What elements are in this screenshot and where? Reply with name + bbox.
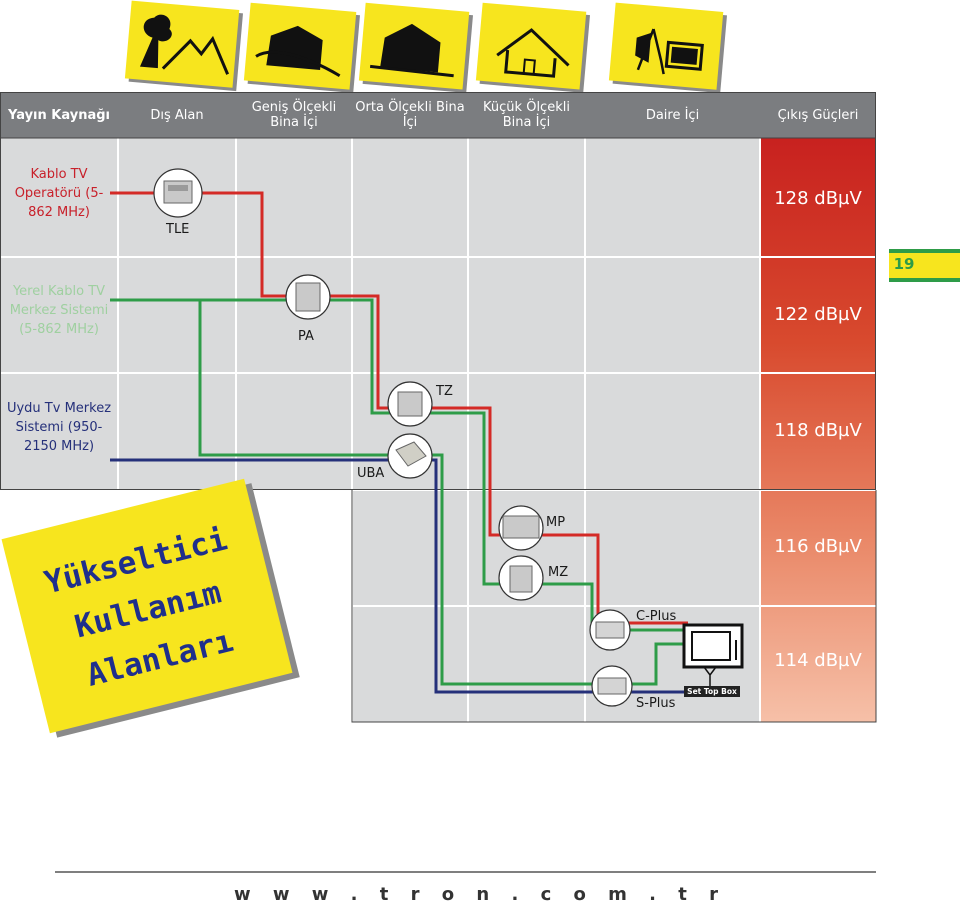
label-set-top-box: Set Top Box (684, 686, 740, 697)
label-splus: S-Plus (636, 696, 676, 711)
uba-device (387, 433, 433, 479)
tv-icon (682, 623, 744, 686)
tz-device (387, 381, 433, 427)
label-mp: MP (546, 515, 566, 530)
header-output: Çıkış Güçleri (777, 107, 859, 123)
label-cplus: C-Plus (636, 609, 677, 624)
source-satellite-text: Uydu Tv Merkez Sistemi (950-2150 MHz) (6, 401, 112, 454)
source-local: Yerel Kablo TV Merkez Sistemi (5-862 MHz… (0, 282, 118, 339)
mz-device (498, 555, 544, 601)
small-building-icon (475, 2, 591, 92)
header-outdoor: Dış Alan (150, 107, 204, 123)
footer-url[interactable]: w w w . t r o n . c o m . t r (233, 884, 727, 905)
header-medium-building: Orta Ölçekli Bina İçi (355, 100, 465, 130)
grid-upper (0, 138, 760, 490)
label-tle: TLE (166, 222, 190, 237)
apartment-icon (608, 2, 727, 92)
level-row-3: 118 dBµV (774, 420, 862, 441)
large-building-icon (243, 2, 361, 92)
level-row-2: 122 dBµV (774, 304, 862, 325)
header-small-building: Küçük Ölçekli Bina İçi (483, 100, 570, 130)
label-tz: TZ (436, 384, 453, 399)
header-apartment: Daire İçi (645, 107, 700, 123)
header-source: Yayın Kaynağı (7, 107, 110, 123)
column-icons (124, 0, 727, 92)
page-tab (889, 249, 960, 282)
level-row-5: 114 dBµV (774, 650, 862, 671)
label-mz: MZ (548, 565, 569, 580)
label-pa: PA (298, 329, 314, 344)
source-local-text: Yerel Kablo TV Merkez Sistemi (5-862 MHz… (9, 284, 109, 337)
level-row-1: 128 dBµV (774, 188, 862, 209)
output-level-column (760, 138, 876, 722)
medium-building-icon (358, 2, 474, 92)
level-row-4: 116 dBµV (774, 536, 862, 557)
source-cable-text: Kablo TV Operatörü (5-862 MHz) (14, 167, 104, 220)
tle-device (153, 168, 203, 218)
cplus-device (589, 609, 631, 651)
source-cable: Kablo TV Operatörü (5-862 MHz) (0, 165, 118, 222)
label-uba: UBA (357, 466, 385, 481)
outdoor-icon (124, 0, 243, 92)
header-large-building: Geniş Ölçekli Bina İçi (251, 100, 337, 130)
source-satellite: Uydu Tv Merkez Sistemi (950-2150 MHz) (0, 399, 118, 456)
page-number: 19 (893, 255, 915, 273)
mp-device (498, 505, 544, 551)
pa-device (285, 274, 331, 320)
header-bar (0, 92, 876, 138)
splus-device (591, 665, 633, 707)
